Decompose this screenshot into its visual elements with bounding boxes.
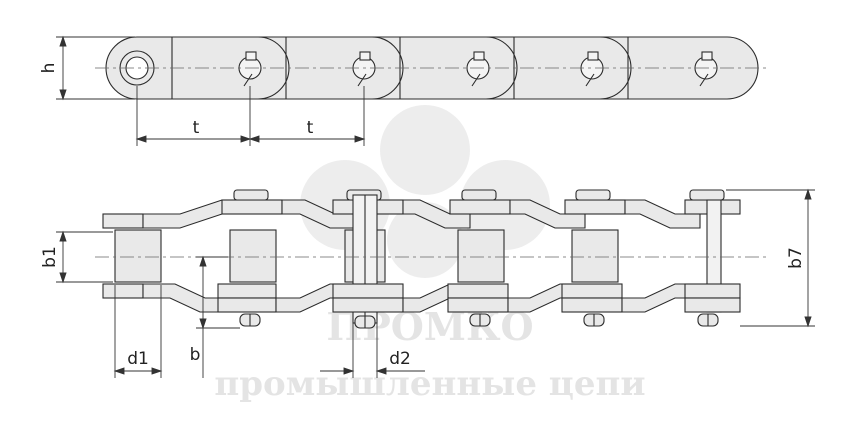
watermark-logo [300, 105, 550, 278]
cotter-pin [354, 315, 376, 329]
upper-plates [102, 199, 741, 229]
pin-cap [575, 189, 611, 201]
roller [571, 229, 619, 283]
label-t-2: t [307, 118, 314, 138]
dimension-h [56, 35, 135, 101]
side-view [102, 189, 741, 329]
dimension-b [196, 255, 240, 378]
pin-cap [689, 189, 725, 201]
dimension-b1 [56, 230, 113, 284]
label-t-1: t [193, 118, 200, 138]
roller [229, 229, 277, 283]
link-end-arc [485, 36, 518, 100]
dimension-d2 [320, 320, 425, 378]
watermark: ПРОМКО промышленные цепи [214, 105, 646, 404]
pin-cap [233, 189, 269, 201]
pin-cap [461, 189, 497, 201]
watermark-tagline: промышленные цепи [214, 364, 645, 404]
lower-plates [102, 283, 741, 313]
dimension-b7 [726, 188, 815, 328]
roller [457, 229, 505, 283]
cotter-pin [583, 313, 605, 327]
label-b1: b1 [40, 246, 60, 268]
label-b: b [190, 345, 201, 365]
dimension-d1 [113, 285, 163, 378]
cotter-pin [469, 313, 491, 327]
cotter-pin [697, 313, 719, 327]
label-b7: b7 [786, 247, 806, 269]
label-d2: d2 [389, 349, 411, 369]
label-h: h [39, 63, 59, 74]
roller [114, 229, 162, 283]
dimension-t [135, 86, 366, 146]
cotter-pin [239, 313, 261, 327]
label-d1: d1 [127, 349, 149, 369]
